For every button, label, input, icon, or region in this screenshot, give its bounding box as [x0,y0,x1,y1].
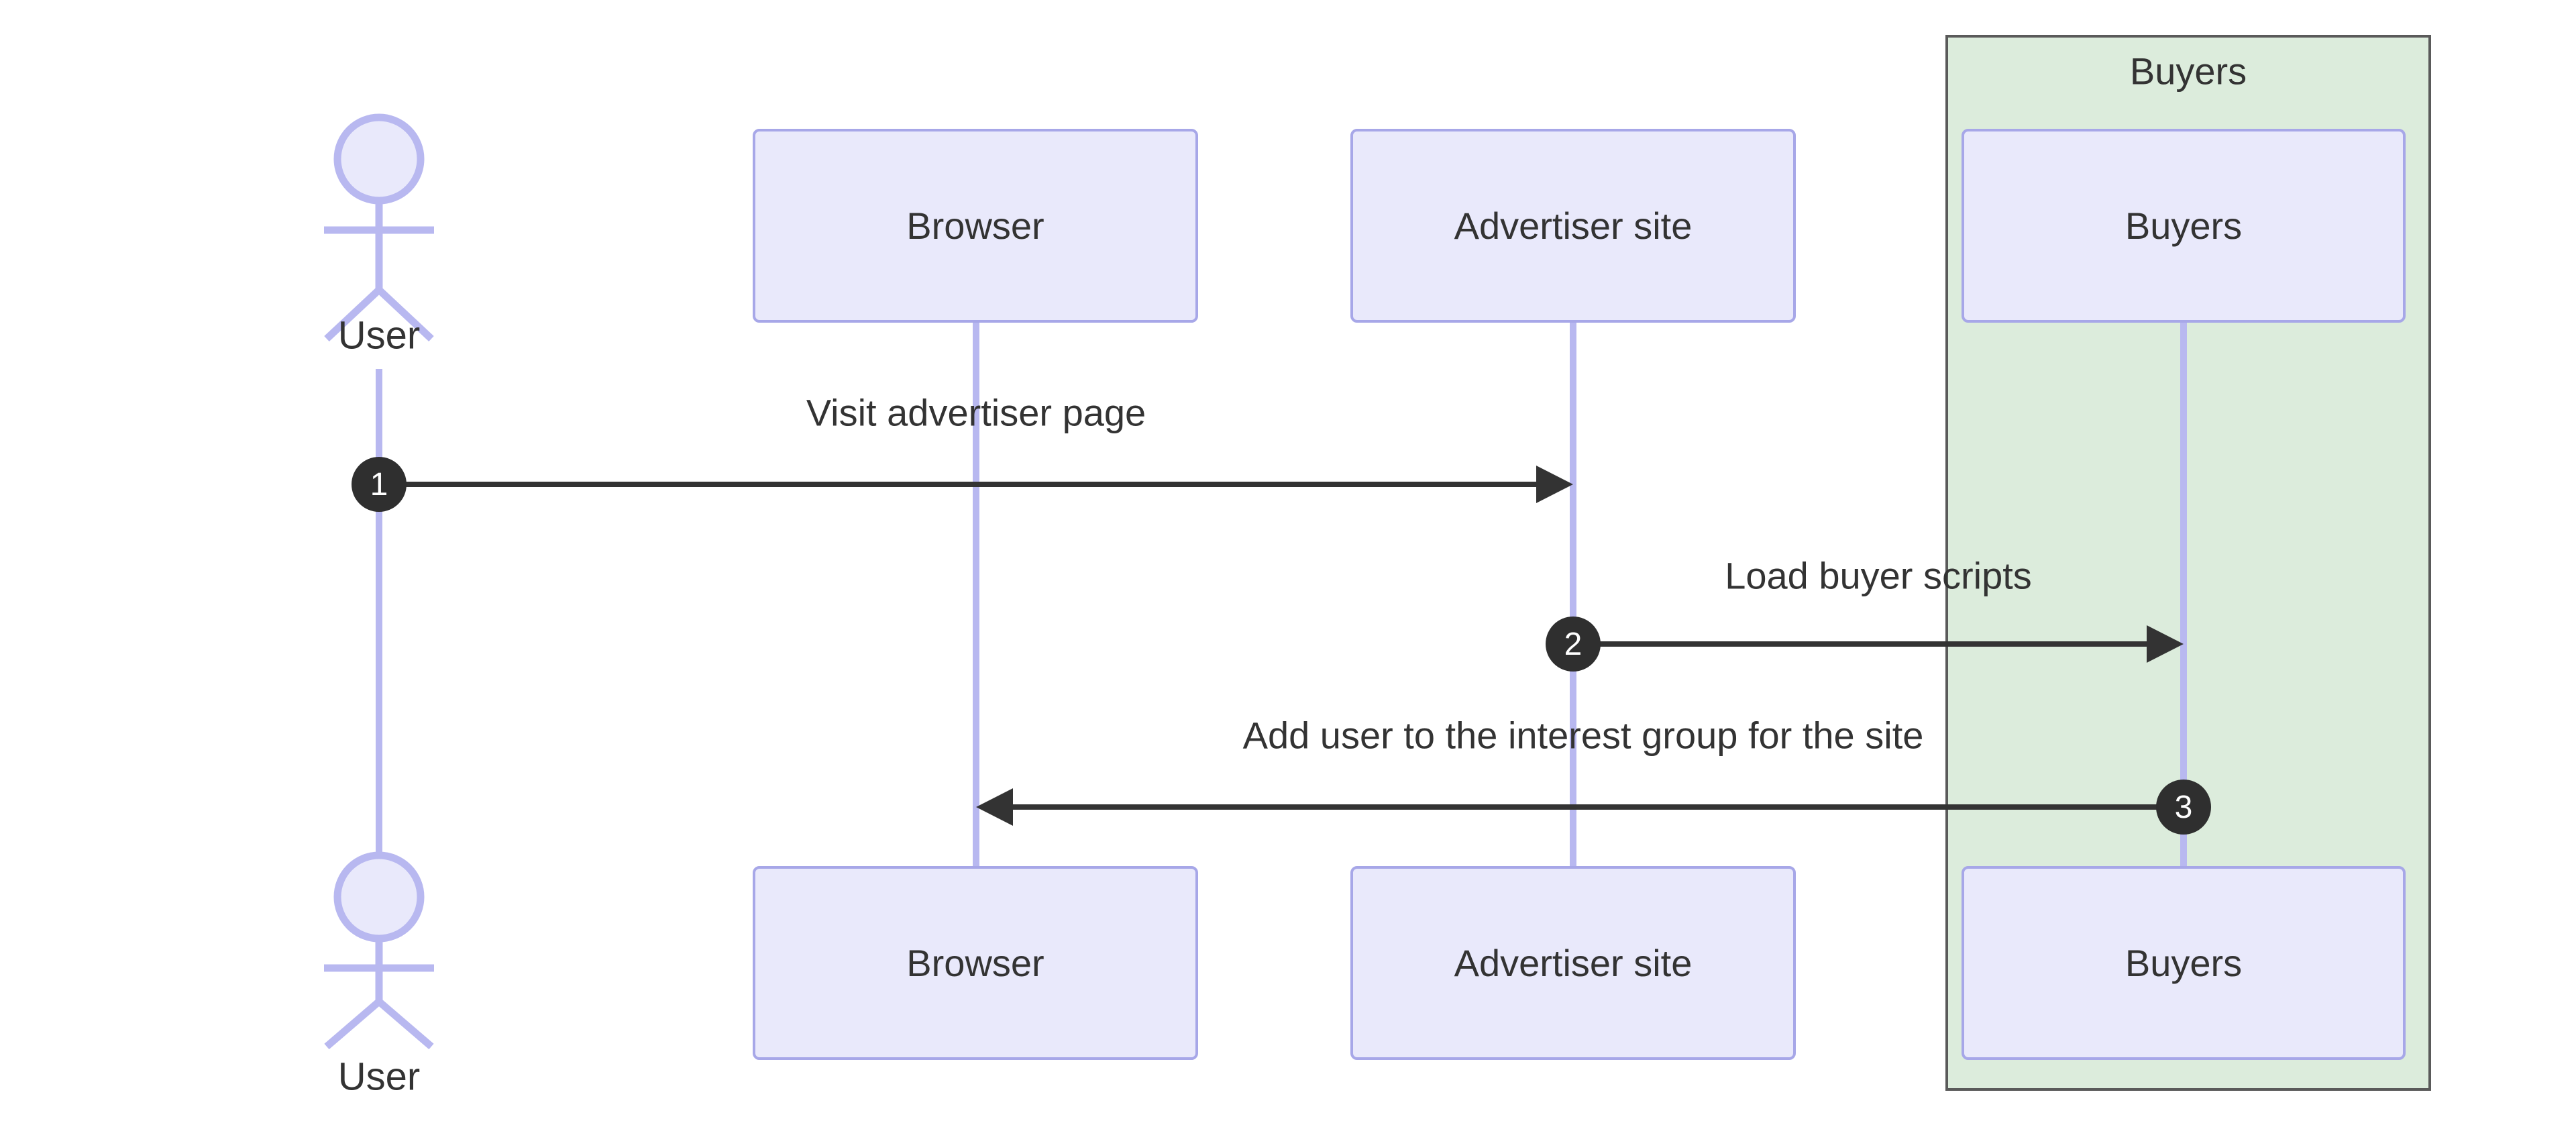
message-arrow-1 [379,466,1573,503]
actor-user-label-bottom: User [337,1055,421,1099]
user-actor-icon-bottom [324,851,434,1050]
participant-buyers-top: Buyers [1962,129,2406,323]
message-arrow-2 [1573,625,2184,663]
actor-user-label-top: User [337,313,421,358]
message-label-2: Load buyer scripts [1725,554,2032,597]
participant-advertiser-top: Advertiser site [1350,129,1796,323]
participant-advertiser-bottom: Advertiser site [1350,866,1796,1060]
buyers-group-label: Buyers [2129,50,2247,93]
participant-buyers-bottom: Buyers [1962,866,2406,1060]
message-label-3: Add user to the interest group for the s… [1242,714,1924,757]
message-arrow-3 [976,788,2184,826]
sequence-number-badge-3: 3 [2156,780,2211,835]
sequence-number-badge-1: 1 [352,457,407,512]
participant-browser-top: Browser [753,129,1198,323]
participant-browser-bottom: Browser [753,866,1198,1060]
sequence-number-badge-2: 2 [1546,617,1601,672]
user-actor-icon-top [324,113,434,342]
message-label-1: Visit advertiser page [806,391,1146,434]
